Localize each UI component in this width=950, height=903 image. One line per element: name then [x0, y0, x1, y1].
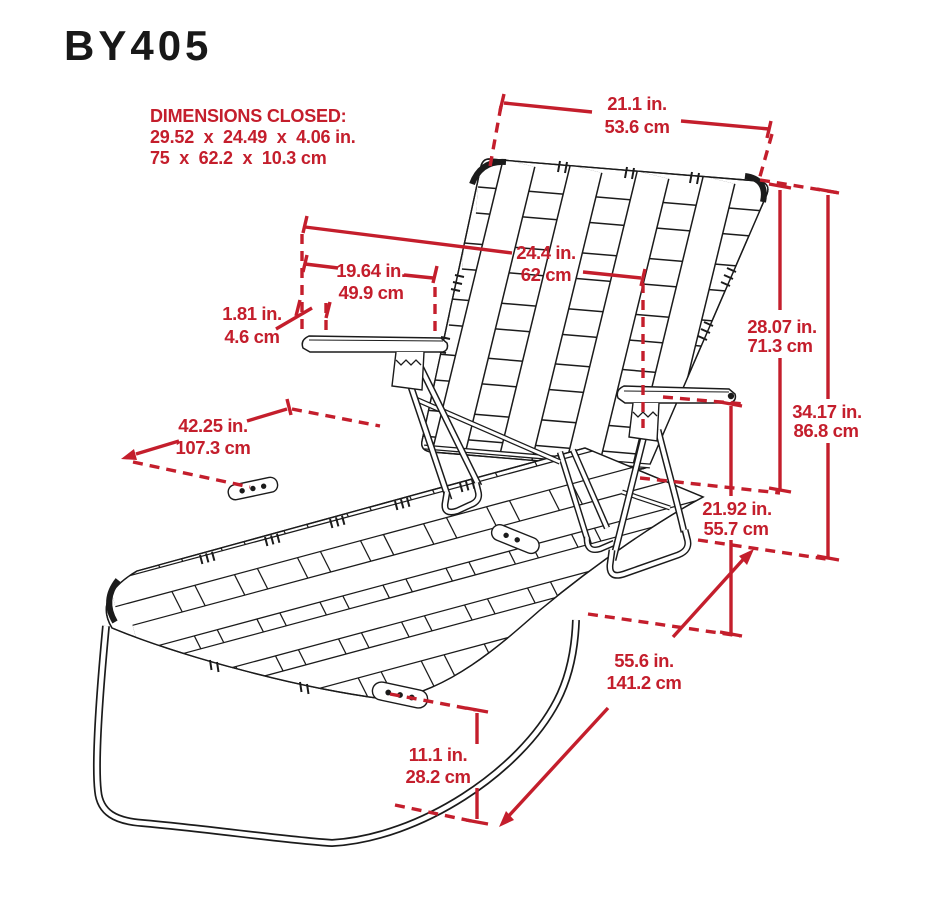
left-leg-assembly — [400, 362, 562, 516]
dimension-labels: 21.1 in. 53.6 cm 24.4 in. 62 cm 19.64 in… — [176, 93, 863, 787]
rear-left-leg — [556, 448, 616, 553]
right-armrest — [616, 385, 737, 442]
label-armrest-span-cm: 49.9 cm — [338, 282, 403, 303]
bracket-rail-rear — [227, 476, 279, 501]
label-backrest-height-in: 28.07 in. — [747, 316, 816, 337]
label-top-width-in: 21.1 in. — [607, 93, 667, 114]
label-armrest-height-in: 21.92 in. — [702, 498, 771, 519]
label-top-width-cm: 53.6 cm — [604, 116, 669, 137]
label-armrest-height-cm: 55.7 cm — [703, 518, 768, 539]
left-ratchet — [395, 359, 422, 366]
closed-centimeters: 75 x 62.2 x 10.3 cm — [150, 148, 327, 168]
left-armrest — [301, 335, 449, 391]
chaise-drawing — [92, 158, 769, 848]
label-total-height-in: 34.17 in. — [792, 401, 861, 422]
label-backrest-height-cm: 71.3 cm — [747, 335, 812, 356]
armrest-pivot — [727, 392, 735, 400]
corner-wrap-left — [469, 158, 507, 186]
label-armrest-width-cm: 4.6 cm — [224, 326, 279, 347]
front-u-leg — [92, 619, 580, 848]
label-back-width-cm: 62 cm — [521, 264, 571, 285]
dimension-ticks — [285, 93, 773, 416]
foot-end-wrap — [106, 578, 121, 624]
dimension-tbars — [465, 182, 840, 826]
dimension-lines — [121, 93, 841, 827]
label-total-length-cm: 141.2 cm — [607, 672, 682, 693]
dimension-solids — [135, 101, 830, 822]
closed-inches: 29.52 x 24.49 x 4.06 in. — [150, 127, 356, 147]
label-armrest-span-in: 19.64 in. — [336, 260, 405, 281]
dimension-arrows — [121, 449, 754, 827]
label-armrest-width-in: 1.81 in. — [222, 303, 282, 324]
label-back-width-in: 24.4 in. — [516, 242, 576, 263]
label-total-length-in: 55.6 in. — [614, 650, 674, 671]
webbing-hatches-backrest — [436, 160, 737, 354]
page-title: BY405 — [64, 22, 212, 69]
right-ratchet — [632, 411, 658, 418]
webbing-hatches-deck — [199, 479, 476, 695]
label-seat-height-in: 11.1 in. — [409, 744, 468, 765]
label-seat-length-in: 42.25 in. — [178, 415, 247, 436]
right-leg-assembly — [606, 427, 692, 579]
bracket-rail-mid — [490, 524, 540, 555]
closed-heading: DIMENSIONS CLOSED: — [150, 106, 346, 126]
corner-wrap-right — [744, 173, 767, 203]
label-seat-height-cm: 28.2 cm — [405, 766, 470, 787]
label-seat-length-cm: 107.3 cm — [176, 437, 251, 458]
reference-dashes — [132, 105, 841, 824]
dimensions-closed-block: DIMENSIONS CLOSED: 29.52 x 24.49 x 4.06 … — [150, 106, 356, 168]
label-total-height-cm: 86.8 cm — [793, 420, 858, 441]
